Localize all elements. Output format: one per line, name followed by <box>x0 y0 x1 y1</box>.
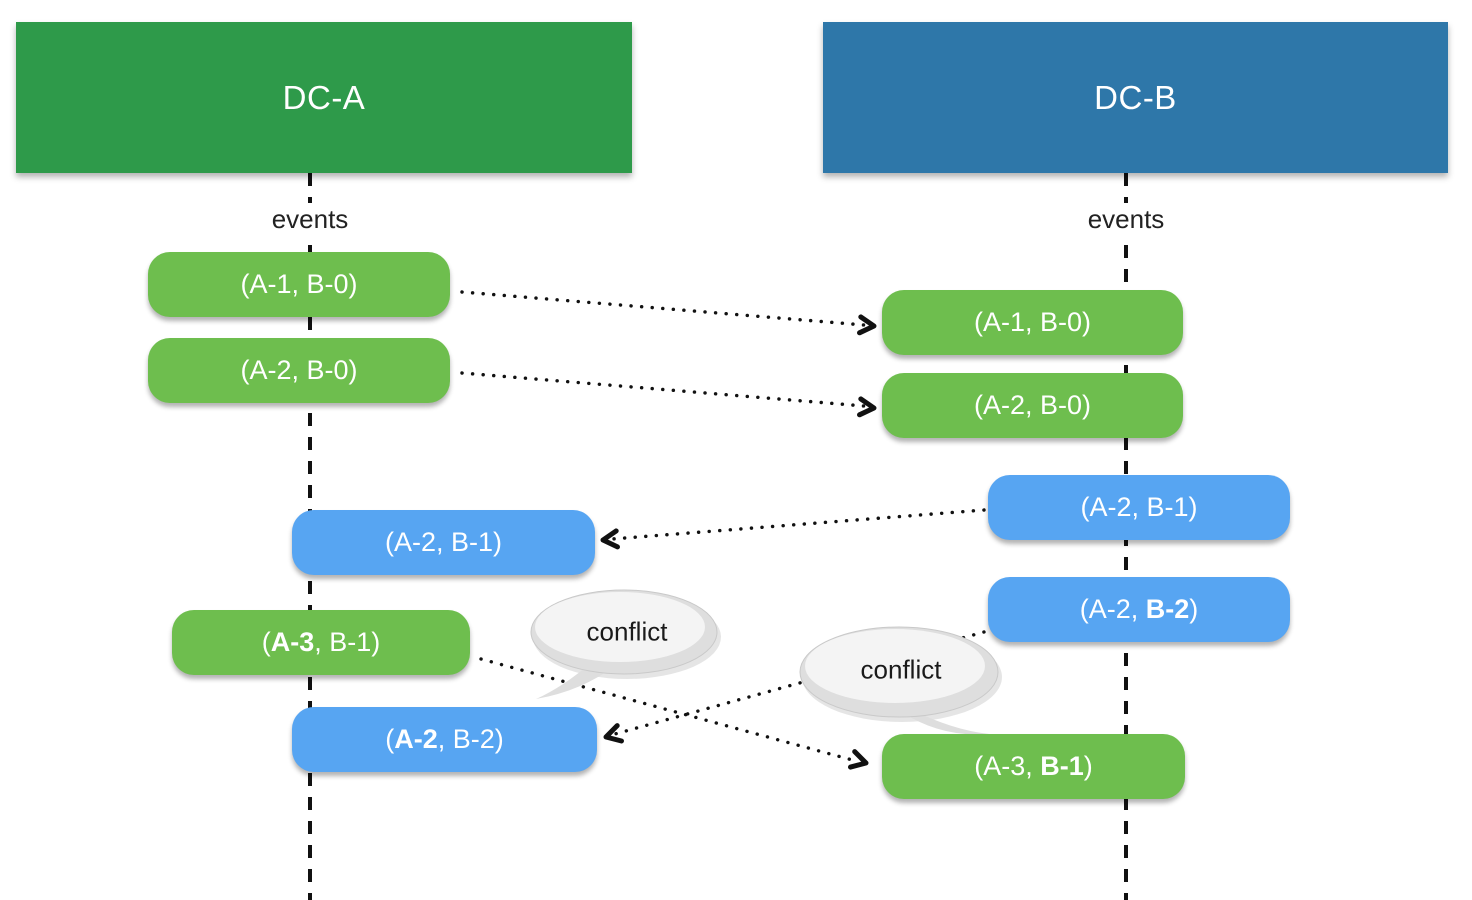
pill-text-pre: (A-2, B-0) <box>973 390 1092 420</box>
pill-text-post: ) <box>1189 594 1199 624</box>
replication-arrow-a1-to-b <box>460 290 877 336</box>
pill-text-pre: ( <box>385 724 395 754</box>
events-label-dc-a: events <box>259 203 361 236</box>
event-pill-b-received-a1: (A-1, B-0) <box>882 290 1183 355</box>
arrowhead-left-icon <box>600 528 620 550</box>
arrow-dots <box>479 657 858 763</box>
conflict-label-left: conflict <box>586 616 668 647</box>
conflict-bubble-right <box>799 626 1002 735</box>
pill-text-post: ) <box>1083 751 1093 781</box>
pill-text-strong: B-2 <box>1145 594 1190 624</box>
conflict-label-right: conflict <box>860 654 942 685</box>
dc-b-title: DC-B <box>1094 78 1177 116</box>
event-pill-b-received-a2: (A-2, B-0) <box>882 373 1183 438</box>
arrowhead-right-icon <box>848 749 869 770</box>
arrow-dots <box>460 290 866 327</box>
pill-text-pre: (A-2, B-1) <box>384 527 503 557</box>
pill-text-pre: (A-2, <box>1079 594 1146 624</box>
bubble-highlight <box>535 592 705 662</box>
pill-text-post: , B-1) <box>314 627 381 657</box>
events-label-dc-b: events <box>1075 203 1177 236</box>
pill-text-pre: (A-3, <box>974 751 1041 781</box>
event-pill-a-local-3: (A-3, B-1) <box>172 610 470 675</box>
pill-text-pre: (A-2, B-1) <box>1080 492 1198 522</box>
arrow-dots <box>610 508 986 541</box>
replication-arrow-a3-to-b <box>479 657 869 770</box>
pill-text-pre: (A-2, B-0) <box>240 355 358 385</box>
arrowhead-right-icon <box>857 396 877 418</box>
event-pill-b-local-2: (A-2, B-2) <box>988 577 1290 642</box>
event-pill-b-received-a3: (A-3, B-1) <box>882 734 1185 799</box>
pill-text-pre: (A-1, B-0) <box>973 307 1092 337</box>
pill-text-strong: B-1 <box>1040 751 1084 781</box>
pill-text-pre: ( <box>261 627 271 657</box>
event-pill-a-received-b1: (A-2, B-1) <box>292 510 595 575</box>
event-pill-a-local-2: (A-2, B-0) <box>148 338 450 403</box>
arrowhead-left-icon <box>603 723 624 744</box>
conflict-bubble-left <box>530 589 721 699</box>
dc-b-header: DC-B <box>823 22 1448 173</box>
pill-text-strong: A-2 <box>394 724 438 754</box>
bubble-highlight <box>805 629 985 703</box>
dc-a-header: DC-A <box>16 22 632 173</box>
replication-arrow-a2-to-b <box>460 371 877 418</box>
event-pill-a-local-1: (A-1, B-0) <box>148 252 450 317</box>
event-pill-b-local-1: (A-2, B-1) <box>988 475 1290 540</box>
pill-text-pre: (A-1, B-0) <box>240 269 358 299</box>
arrowhead-right-icon <box>857 314 877 336</box>
pill-text-post: , B-2) <box>437 724 504 754</box>
arrow-dots <box>460 371 866 408</box>
replication-arrow-b1-to-a <box>600 508 986 550</box>
dc-a-title: DC-A <box>282 78 366 116</box>
event-pill-a-received-b2: (A-2, B-2) <box>292 707 597 772</box>
pill-text-strong: A-3 <box>270 627 315 657</box>
